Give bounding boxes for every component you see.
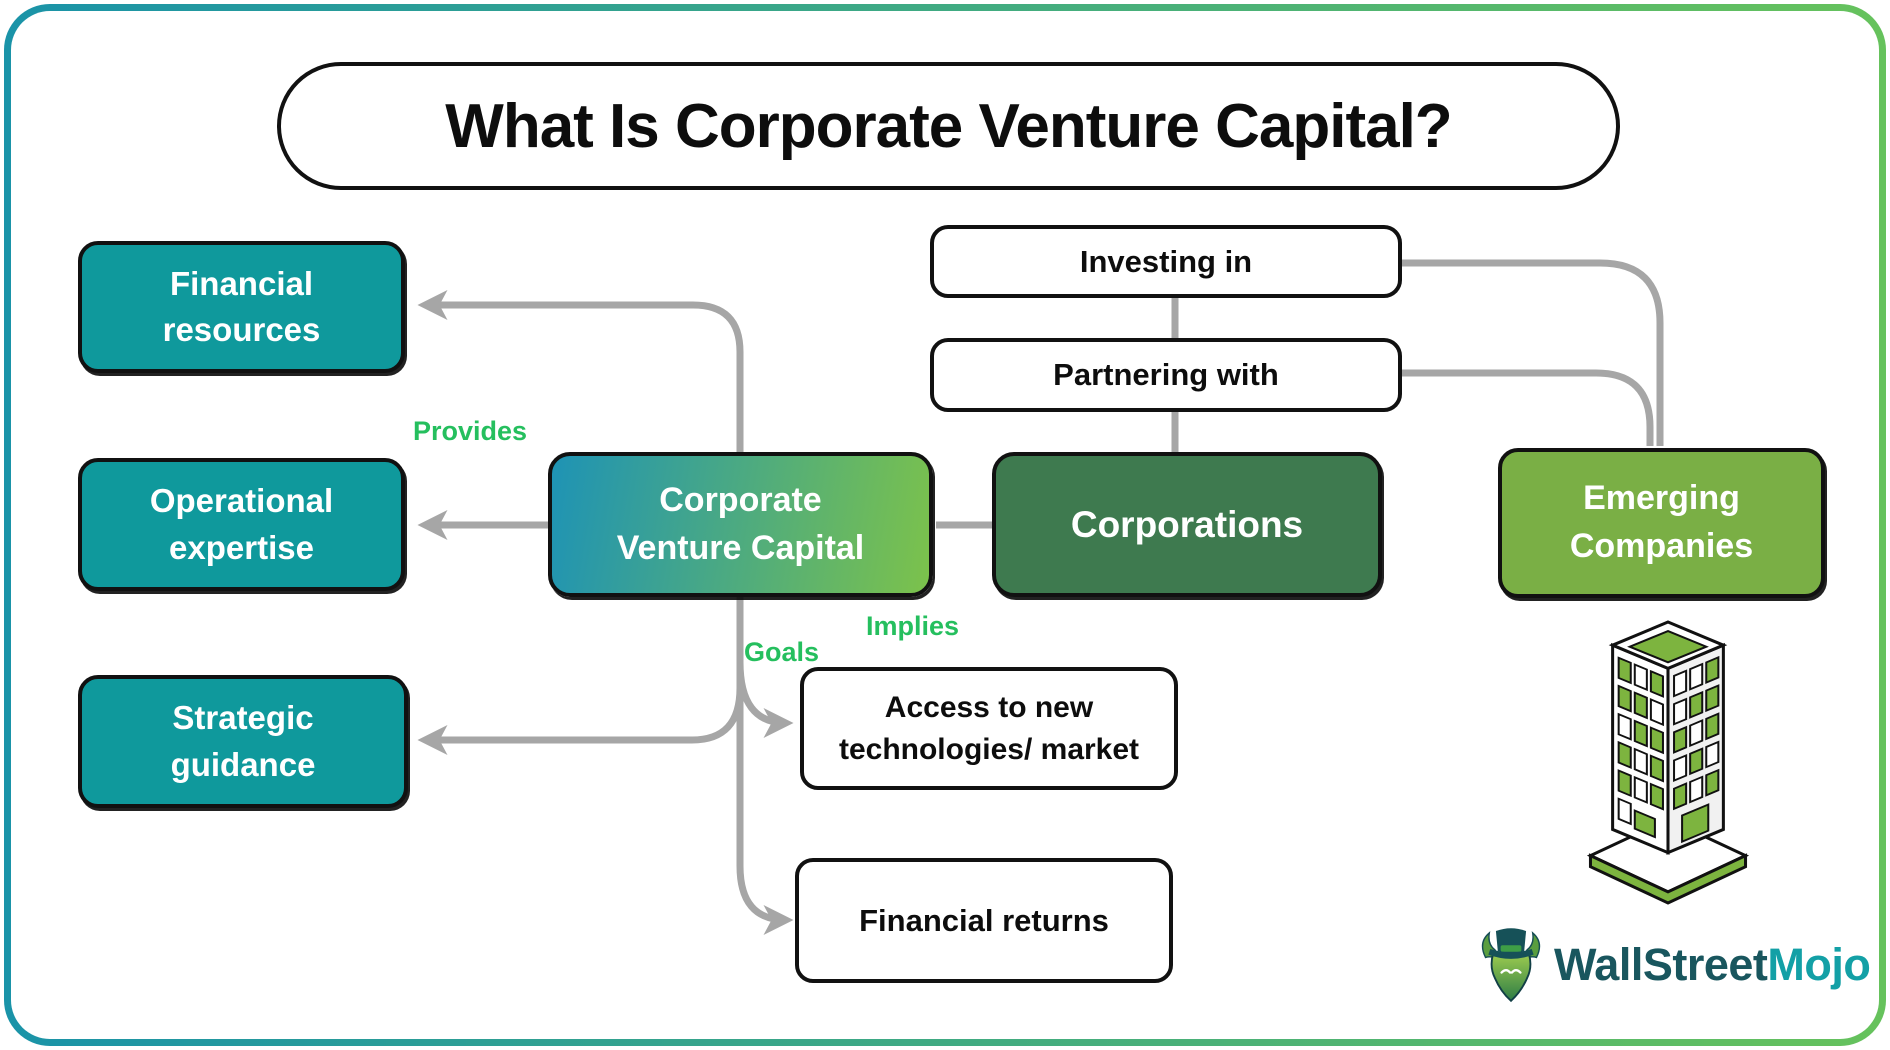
brand-wordmark: WallStreetMojo <box>1554 939 1871 991</box>
node-operational-expertise: Operational expertise <box>78 458 405 591</box>
node-financial-resources: Financial resources <box>78 241 405 373</box>
edge-label-implies: Implies <box>866 611 960 641</box>
brand-wordmark-wallstreet: WallStreet <box>1554 939 1768 990</box>
node-corporations: Corporations <box>992 452 1382 597</box>
edge-label-provides: Provides <box>413 416 528 446</box>
brand-logo: WallStreetMojo <box>1478 922 1871 1008</box>
edge-label-goals: Goals <box>744 637 820 667</box>
building-illustration <box>1586 620 1750 905</box>
node-partnering-with: Partnering with <box>930 338 1402 412</box>
node-emerging-companies: Emerging Companies <box>1498 448 1825 598</box>
node-access-new-technologies: Access to new technologies/ market <box>800 667 1178 790</box>
node-financial-returns: Financial returns <box>795 858 1173 983</box>
title-box: What Is Corporate Venture Capital? <box>277 62 1620 190</box>
node-investing-in: Investing in <box>930 225 1402 298</box>
node-corporate-venture-capital: Corporate Venture Capital <box>548 452 933 597</box>
brand-wordmark-mojo: Mojo <box>1767 939 1871 990</box>
page-title: What Is Corporate Venture Capital? <box>445 91 1452 161</box>
wallstreetmojo-bull-icon <box>1481 928 1541 1003</box>
node-strategic-guidance: Strategic guidance <box>78 675 408 808</box>
